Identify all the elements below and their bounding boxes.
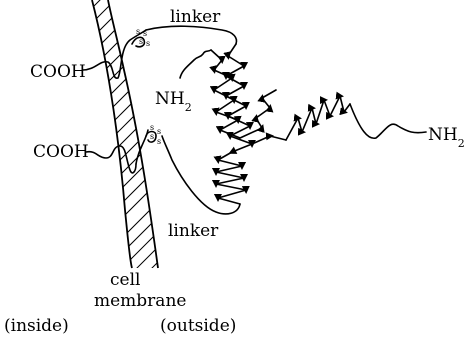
disulfide-label: s xyxy=(139,37,143,46)
helical-segment xyxy=(216,44,252,204)
nh2-label-left: NH2 xyxy=(155,89,192,114)
helical-segment xyxy=(252,136,286,144)
disulfide-label: s xyxy=(150,132,154,141)
cooh-label-bottom: COOH xyxy=(33,142,89,162)
disulfide-label: s xyxy=(157,127,161,136)
left-nh2-tail xyxy=(180,50,211,78)
membrane-label: membrane xyxy=(94,291,186,311)
disulfide-label: s xyxy=(150,123,154,132)
nh2-label-right: NH2 xyxy=(428,125,465,150)
membrane-inner-edge xyxy=(92,0,132,268)
upper-linker-chain xyxy=(146,26,236,44)
linker-label-top: linker xyxy=(170,7,221,27)
helical-segment xyxy=(240,90,276,138)
disulfide-label: s xyxy=(157,137,161,146)
cooh-label-top: COOH xyxy=(30,62,86,82)
disulfide-label: s xyxy=(136,27,140,36)
upper-cooh-tail xyxy=(83,30,146,78)
lower-cooh-tail xyxy=(86,146,136,173)
inside-label: (inside) xyxy=(4,316,69,336)
cell-label: cell xyxy=(110,270,140,290)
right-nh2-tail xyxy=(350,104,426,138)
disulfide-label: s xyxy=(146,39,150,48)
right-zigzag-chain xyxy=(286,96,350,140)
helical-segment xyxy=(211,50,240,138)
outside-label: (outside) xyxy=(160,316,236,336)
linker-label-bottom: linker xyxy=(168,221,219,241)
